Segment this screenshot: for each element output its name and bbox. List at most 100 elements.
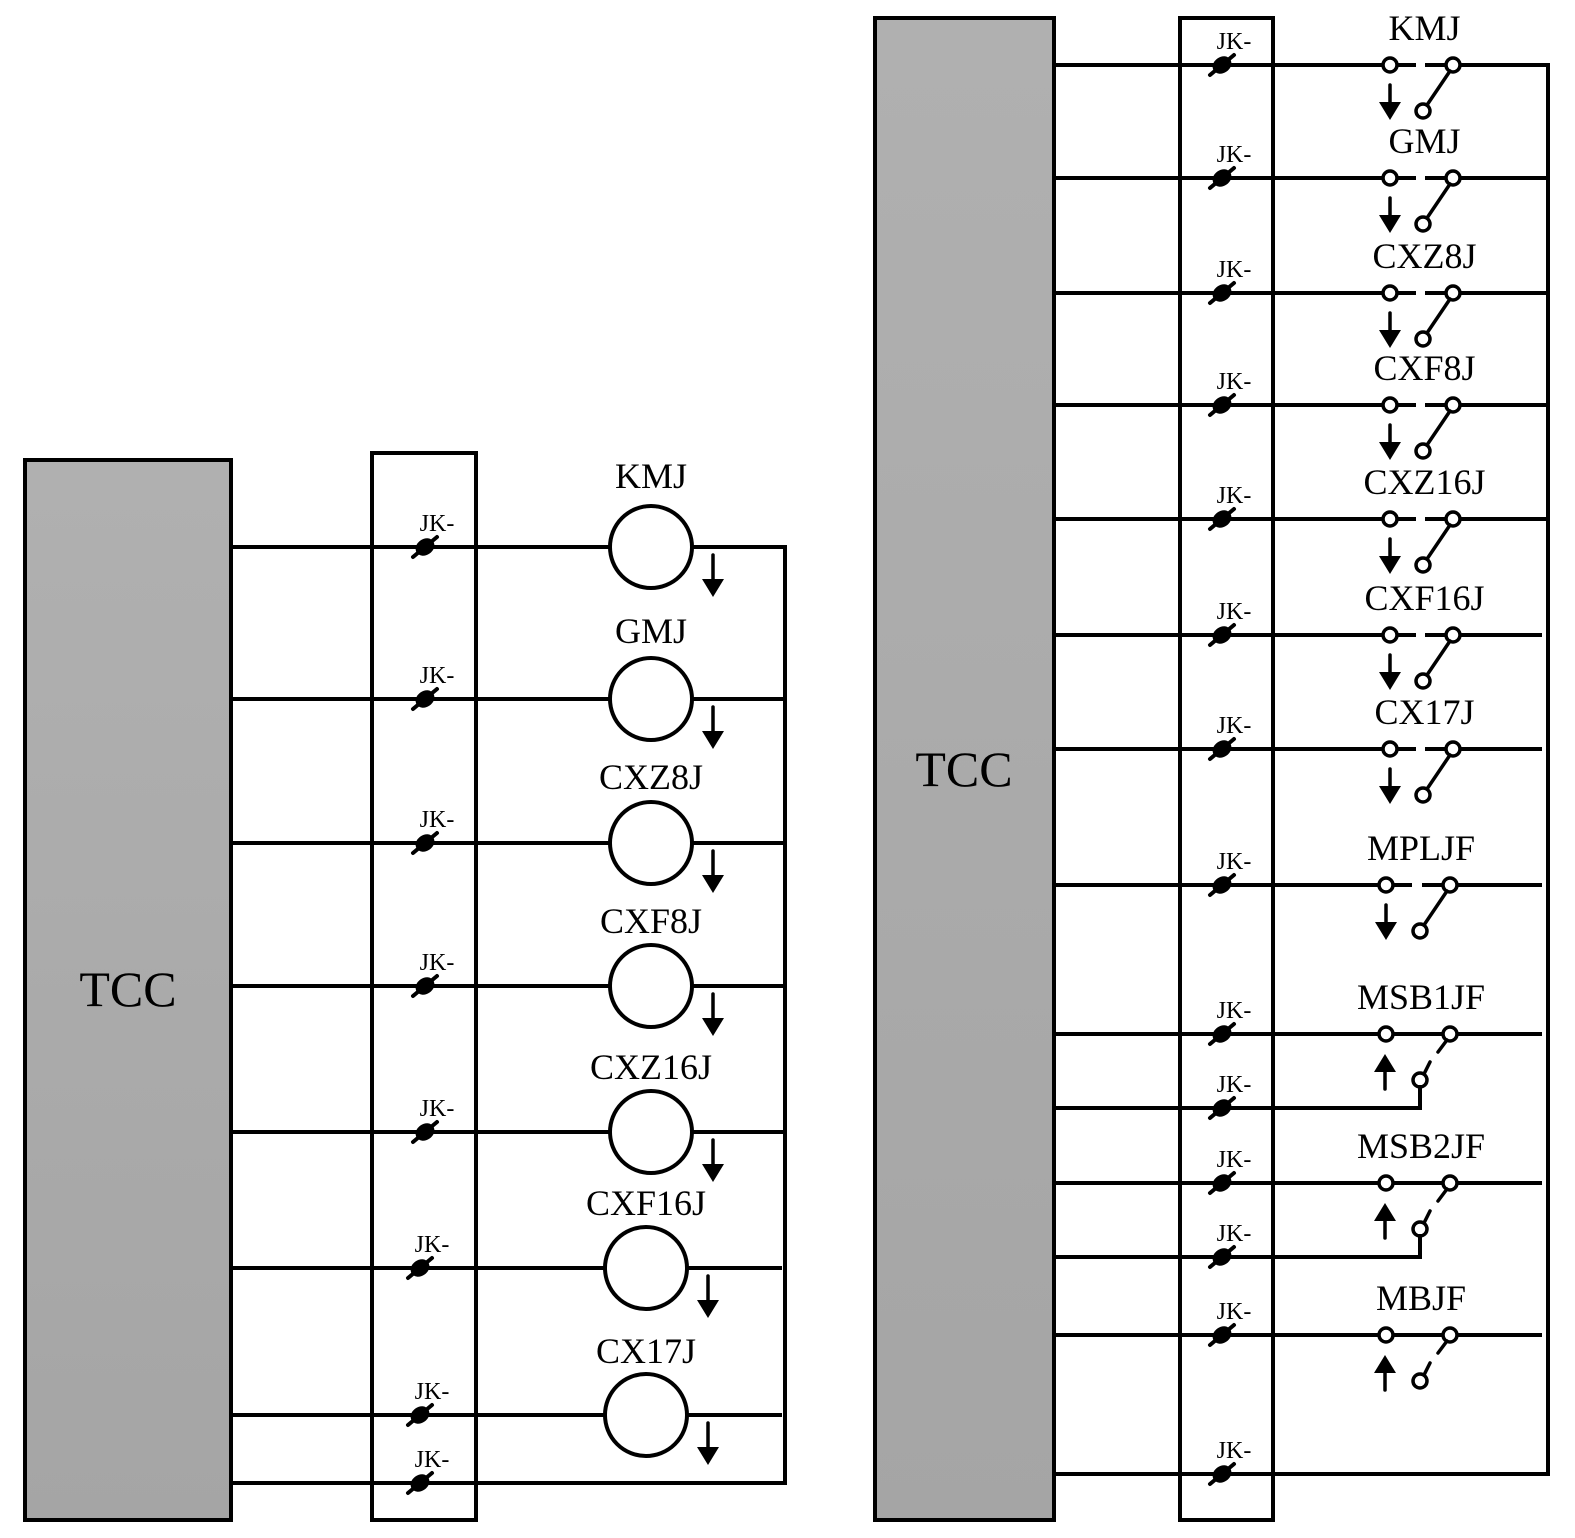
contact-blade xyxy=(1436,1038,1449,1054)
terminal-label: JK- xyxy=(1217,1438,1252,1464)
terminal-jk: JK- xyxy=(406,1447,450,1495)
left-rows: KMJJK-GMJJK-CXZ8JJK-CXF8JJK-CXZ16JJK-CXF… xyxy=(229,456,787,1495)
arrow-down-icon xyxy=(697,1421,719,1465)
right-row-msb1jf: MSB1JF JK- JK- xyxy=(1052,977,1542,1120)
arrow-down-icon xyxy=(1379,537,1401,574)
terminal-jk: JK- xyxy=(1208,1072,1251,1120)
relay-label: GMJ xyxy=(615,611,687,651)
terminal-label: JK- xyxy=(1217,1221,1252,1247)
relay-label: MSB1JF xyxy=(1357,977,1485,1017)
terminal-slash-icon xyxy=(1208,1171,1236,1195)
contact-blade xyxy=(1425,297,1452,335)
contact-node-icon xyxy=(1381,740,1399,758)
contact-node-icon xyxy=(1411,1220,1429,1238)
arrow-down-icon xyxy=(1379,83,1401,120)
contact-node-icon xyxy=(1441,1174,1459,1192)
relay-label: MBJF xyxy=(1376,1278,1466,1318)
terminal-slash-icon xyxy=(411,1120,439,1144)
relay-label: GMJ xyxy=(1388,121,1460,161)
terminal-slash-icon xyxy=(411,687,439,711)
contact-blade xyxy=(1425,69,1452,107)
arrow-up-icon xyxy=(1374,1054,1396,1091)
contact-node-icon xyxy=(1444,396,1462,414)
terminal-slash-icon xyxy=(406,1256,434,1280)
terminal-slash-icon xyxy=(1208,507,1236,531)
contact-node-icon xyxy=(1381,396,1399,414)
contact-node-icon xyxy=(1414,786,1432,804)
arrow-down-icon xyxy=(702,849,724,893)
contact-node-icon xyxy=(1381,56,1399,74)
terminal-label: JK- xyxy=(420,950,455,976)
terminal-label: JK- xyxy=(1217,369,1252,395)
arrow-head xyxy=(702,1018,724,1036)
contact-node-icon xyxy=(1377,1326,1395,1344)
terminal-label: JK- xyxy=(1217,142,1252,168)
left-return-row: JK- xyxy=(229,1447,787,1495)
relay-coil-icon xyxy=(608,656,694,742)
terminal-jk: JK- xyxy=(1208,1221,1252,1269)
arrow-head xyxy=(1374,1355,1396,1373)
contact-node-icon xyxy=(1444,169,1462,187)
arrow-head xyxy=(697,1447,719,1465)
terminal-slash-icon xyxy=(1208,393,1236,417)
arrow-head xyxy=(1379,442,1401,460)
contact-blade xyxy=(1422,1209,1432,1225)
arrow-down-icon xyxy=(1379,196,1401,233)
contact-node-icon xyxy=(1377,1174,1395,1192)
terminal-jk: JK- xyxy=(1208,599,1252,647)
contact-node-icon xyxy=(1441,1326,1459,1344)
terminal-jk: JK- xyxy=(1208,1438,1252,1486)
contact-node-icon xyxy=(1381,510,1399,528)
relay-label: CXF8J xyxy=(600,901,702,941)
terminal-jk: JK- xyxy=(411,1096,455,1144)
arrow-down-icon xyxy=(702,992,724,1036)
terminal-label: JK- xyxy=(415,1447,450,1473)
contact-node-icon xyxy=(1414,556,1432,574)
right-row-mbjf: MBJF JK- xyxy=(1052,1278,1542,1392)
contact-node-icon xyxy=(1381,626,1399,644)
terminal-slash-icon xyxy=(1208,1022,1236,1046)
terminal-slash-icon xyxy=(1208,1096,1236,1120)
arrow-down-icon xyxy=(1379,767,1401,804)
terminal-jk: JK- xyxy=(1208,1299,1252,1347)
relay-label: MSB2JF xyxy=(1357,1126,1485,1166)
relay-label: CXZ8J xyxy=(599,757,703,797)
contact-node-icon xyxy=(1377,1025,1395,1043)
contact-blade xyxy=(1425,182,1452,220)
terminal-jk: JK- xyxy=(1208,1147,1252,1195)
terminal-slash-icon xyxy=(1208,1323,1236,1347)
relay-label: MPLJF xyxy=(1367,828,1475,868)
arrow-head xyxy=(702,875,724,893)
contact-node-icon xyxy=(1411,1372,1429,1390)
contact-node-icon xyxy=(1381,284,1399,302)
left-panel: TCC KMJJK-GMJJK-CXZ8JJK-CXF8JJK-CXZ16JJK… xyxy=(23,451,787,1522)
contact-node-icon xyxy=(1441,876,1459,894)
arrow-head xyxy=(1379,556,1401,574)
terminal-slash-icon xyxy=(411,974,439,998)
arrow-head xyxy=(1379,102,1401,120)
terminal-label: JK- xyxy=(1217,29,1252,55)
relay-label: CX17J xyxy=(1374,692,1474,732)
arrow-head xyxy=(1374,1203,1396,1221)
contact-blade xyxy=(1425,753,1452,791)
contact-node-icon xyxy=(1444,510,1462,528)
terminal-label: JK- xyxy=(1217,1147,1252,1173)
relay-coil-icon xyxy=(608,800,694,886)
terminal-slash-icon xyxy=(1208,53,1236,77)
terminal-slash-icon xyxy=(411,831,439,855)
contact-blade xyxy=(1422,1361,1432,1377)
right-tcc-label: TCC xyxy=(915,741,1012,797)
terminal-label: JK- xyxy=(1217,599,1252,625)
terminal-label: JK- xyxy=(1217,1299,1252,1325)
terminal-label: JK- xyxy=(1217,998,1252,1024)
terminal-slash-icon xyxy=(1208,1462,1236,1486)
terminal-label: JK- xyxy=(420,1096,455,1122)
